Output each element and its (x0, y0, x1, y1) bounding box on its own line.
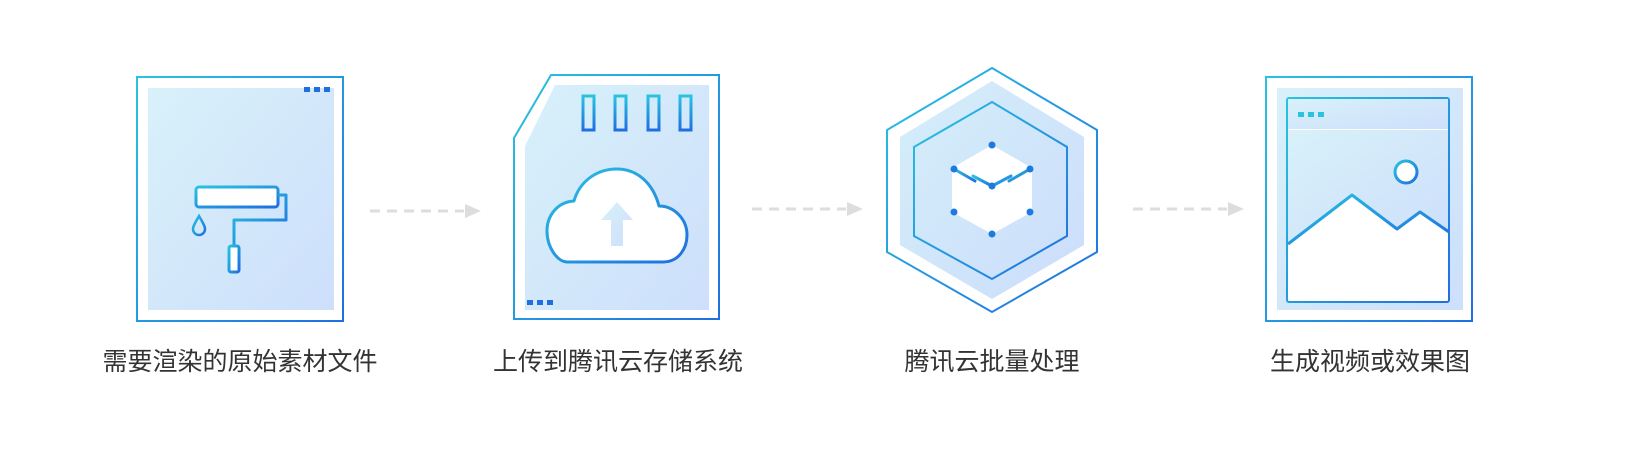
cloud-upload-icon (513, 74, 720, 320)
flow-arrow (370, 204, 481, 218)
step-label-2: 上传到腾讯云存储系统 (492, 347, 743, 376)
image-output-icon (1265, 76, 1473, 322)
paint-roller-icon (136, 76, 344, 322)
step-label-3: 腾讯云批量处理 (904, 347, 1080, 376)
step-label-1: 需要渲染的原始素材文件 (102, 347, 378, 376)
cube-network-icon (886, 66, 1098, 314)
flow-arrow (1133, 202, 1244, 216)
flow-arrow (752, 202, 863, 216)
step-label-4: 生成视频或效果图 (1269, 347, 1470, 376)
